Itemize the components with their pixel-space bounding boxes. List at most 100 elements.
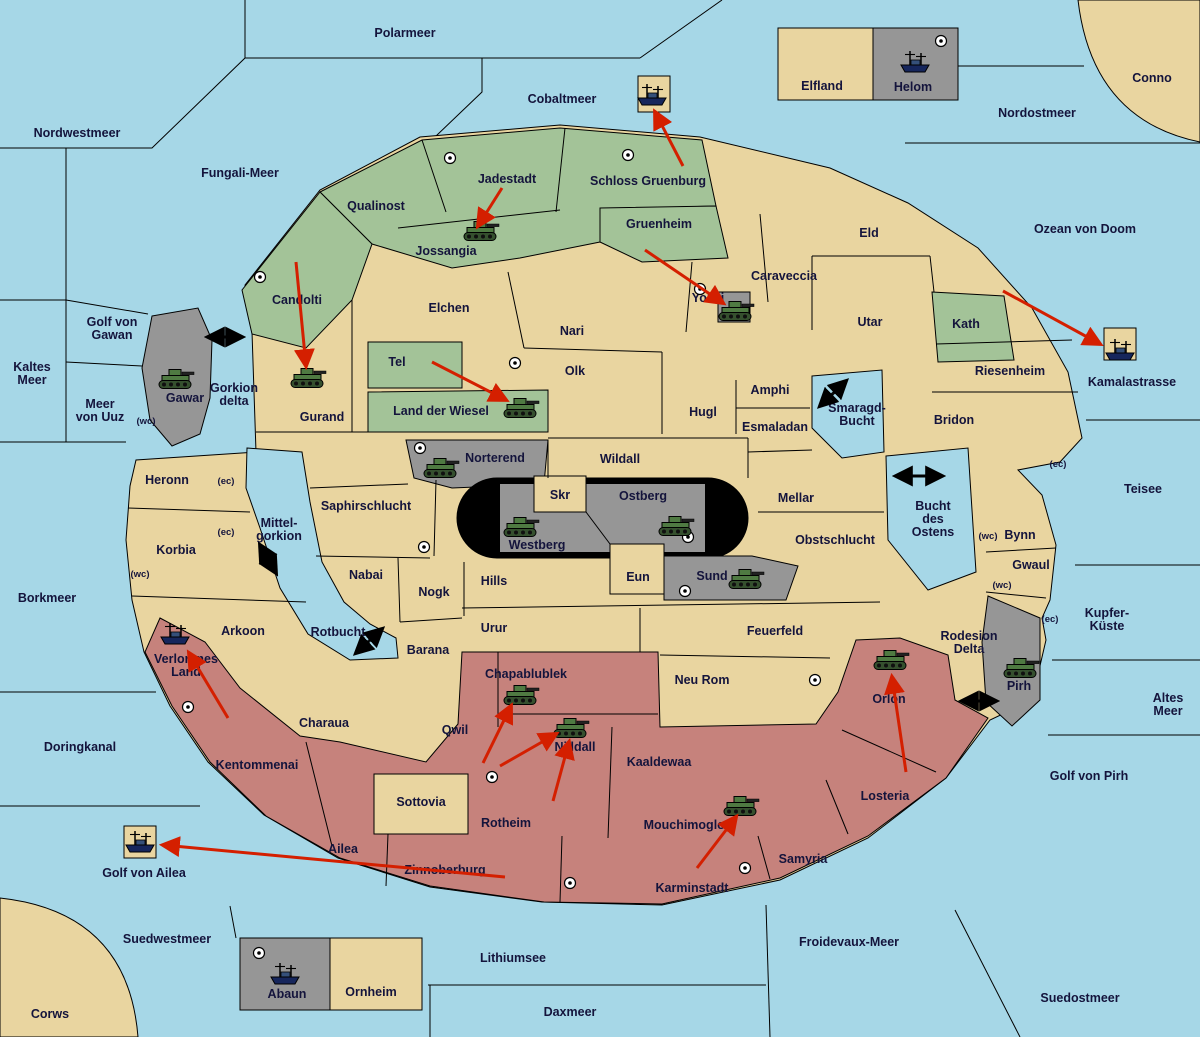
territory-corws[interactable]	[0, 897, 139, 1037]
label-samyria: Samyria	[779, 852, 829, 866]
label-skr: Skr	[550, 488, 570, 502]
fleet-unit-ship[interactable]	[160, 623, 190, 645]
tank-barrel	[751, 571, 765, 575]
army-unit-tank[interactable]	[873, 650, 910, 670]
army-unit-tank[interactable]	[503, 685, 540, 705]
territory-eun[interactable]	[609, 543, 665, 595]
army-unit-tank[interactable]	[723, 796, 760, 816]
territory-border	[685, 261, 693, 333]
ship-hull	[125, 844, 155, 853]
territory-border	[747, 449, 813, 453]
supply-center-dot	[490, 775, 494, 779]
island-kamalastrasse[interactable]	[1103, 327, 1137, 361]
army-unit-tank[interactable]	[718, 301, 755, 321]
label-neu-rom: Neu Rom	[675, 673, 730, 687]
tank-wheel	[521, 411, 525, 416]
coast-tag-label: (ec)	[218, 527, 235, 538]
tank-tracks	[503, 409, 537, 418]
label-nari: Nari	[560, 324, 584, 338]
label-mellar: Mellar	[778, 491, 814, 505]
tank-wheel	[528, 530, 532, 535]
label-lithiumsee: Lithiumsee	[480, 951, 546, 965]
tank-barrel	[526, 687, 540, 691]
label-olk: Olk	[565, 364, 585, 378]
territory-gruenheim[interactable]	[599, 205, 729, 263]
label-chapablublek: Chapablublek	[485, 667, 567, 681]
label-eld: Eld	[859, 226, 878, 240]
supply-center	[417, 540, 431, 554]
tank-wheel	[739, 582, 743, 587]
label-bridon: Bridon	[934, 413, 974, 427]
label-suedostmeer: Suedostmeer	[1040, 991, 1119, 1005]
tank-wheel	[507, 698, 511, 703]
army-unit-tank[interactable]	[1003, 658, 1040, 678]
ship-hull	[1105, 352, 1135, 361]
army-unit-tank[interactable]	[503, 398, 540, 418]
territory-border	[397, 557, 401, 623]
tank-wheel	[308, 381, 312, 386]
territory-border	[433, 479, 437, 557]
label-conno: Conno	[1132, 71, 1172, 85]
tank-wheel	[891, 663, 895, 668]
army-unit-tank[interactable]	[728, 569, 765, 589]
fleet-unit-ship[interactable]	[900, 51, 930, 73]
fleet-unit-ship[interactable]	[637, 84, 667, 106]
army-unit-tank[interactable]	[158, 369, 195, 389]
territory-border	[461, 601, 881, 609]
bay-mittelgorkion-rotbucht[interactable]	[245, 447, 399, 661]
supply-center-dot	[626, 153, 630, 157]
label-karminstadt: Karminstadt	[656, 881, 730, 895]
fleet-unit-ship[interactable]	[270, 963, 300, 985]
label-wildall: Wildall	[600, 452, 640, 466]
territory-kath[interactable]	[931, 291, 1015, 363]
tank-wheel	[514, 530, 518, 535]
label-elchen: Elchen	[429, 301, 470, 315]
layer-supply-centers	[181, 34, 948, 960]
supply-center-dot	[186, 705, 190, 709]
territory-border	[385, 833, 389, 887]
region-red-crescent[interactable]	[144, 617, 989, 905]
move-arrow	[1002, 289, 1104, 347]
label-kath: Kath	[952, 317, 980, 331]
tank-wheel	[884, 663, 888, 668]
label-polarmeer: Polarmeer	[374, 26, 435, 40]
move-arrow	[499, 731, 560, 768]
fleet-unit-ship[interactable]	[1105, 339, 1135, 361]
tank-wheel	[1014, 671, 1018, 676]
territory-sottovia[interactable]	[373, 773, 469, 835]
army-unit-tank[interactable]	[423, 458, 460, 478]
move-arrow	[644, 248, 727, 306]
tank-tracks	[658, 527, 692, 536]
label-urur: Urur	[481, 621, 508, 635]
territory-tel[interactable]	[367, 341, 463, 389]
label-gawar: Gawar	[166, 391, 204, 405]
label-corws: Corws	[31, 1007, 69, 1021]
army-unit-tank[interactable]	[658, 516, 695, 536]
territory-ornheim[interactable]	[329, 937, 423, 1011]
tank-wheel	[507, 411, 511, 416]
label-qualinost: Qualinost	[347, 199, 405, 213]
territory-border	[523, 347, 663, 353]
sea-border	[435, 58, 483, 137]
label-kupfer-kueste: Kupfer-Küste	[1085, 606, 1129, 633]
label-korbia: Korbia	[156, 543, 197, 557]
army-unit-tank[interactable]	[503, 517, 540, 537]
label-helom: Helom	[894, 80, 932, 94]
move-arrow	[475, 187, 504, 230]
label-hugl: Hugl	[689, 405, 717, 419]
supply-center	[563, 876, 577, 890]
label-nordwestmeer: Nordwestmeer	[34, 126, 121, 140]
territory-conno[interactable]	[1077, 0, 1200, 143]
territory-border	[305, 741, 333, 847]
army-unit-tank[interactable]	[290, 368, 327, 388]
label-jossangia: Jossangia	[415, 244, 477, 258]
label-rotbucht: Rotbucht	[311, 625, 367, 639]
tank-wheel	[722, 314, 726, 319]
label-riesenheim: Riesenheim	[975, 364, 1045, 378]
supply-center-dot	[939, 39, 943, 43]
fleet-unit-ship[interactable]	[125, 831, 155, 853]
coast-tag-label: (ec)	[218, 476, 235, 487]
label-losteria: Losteria	[861, 789, 911, 803]
